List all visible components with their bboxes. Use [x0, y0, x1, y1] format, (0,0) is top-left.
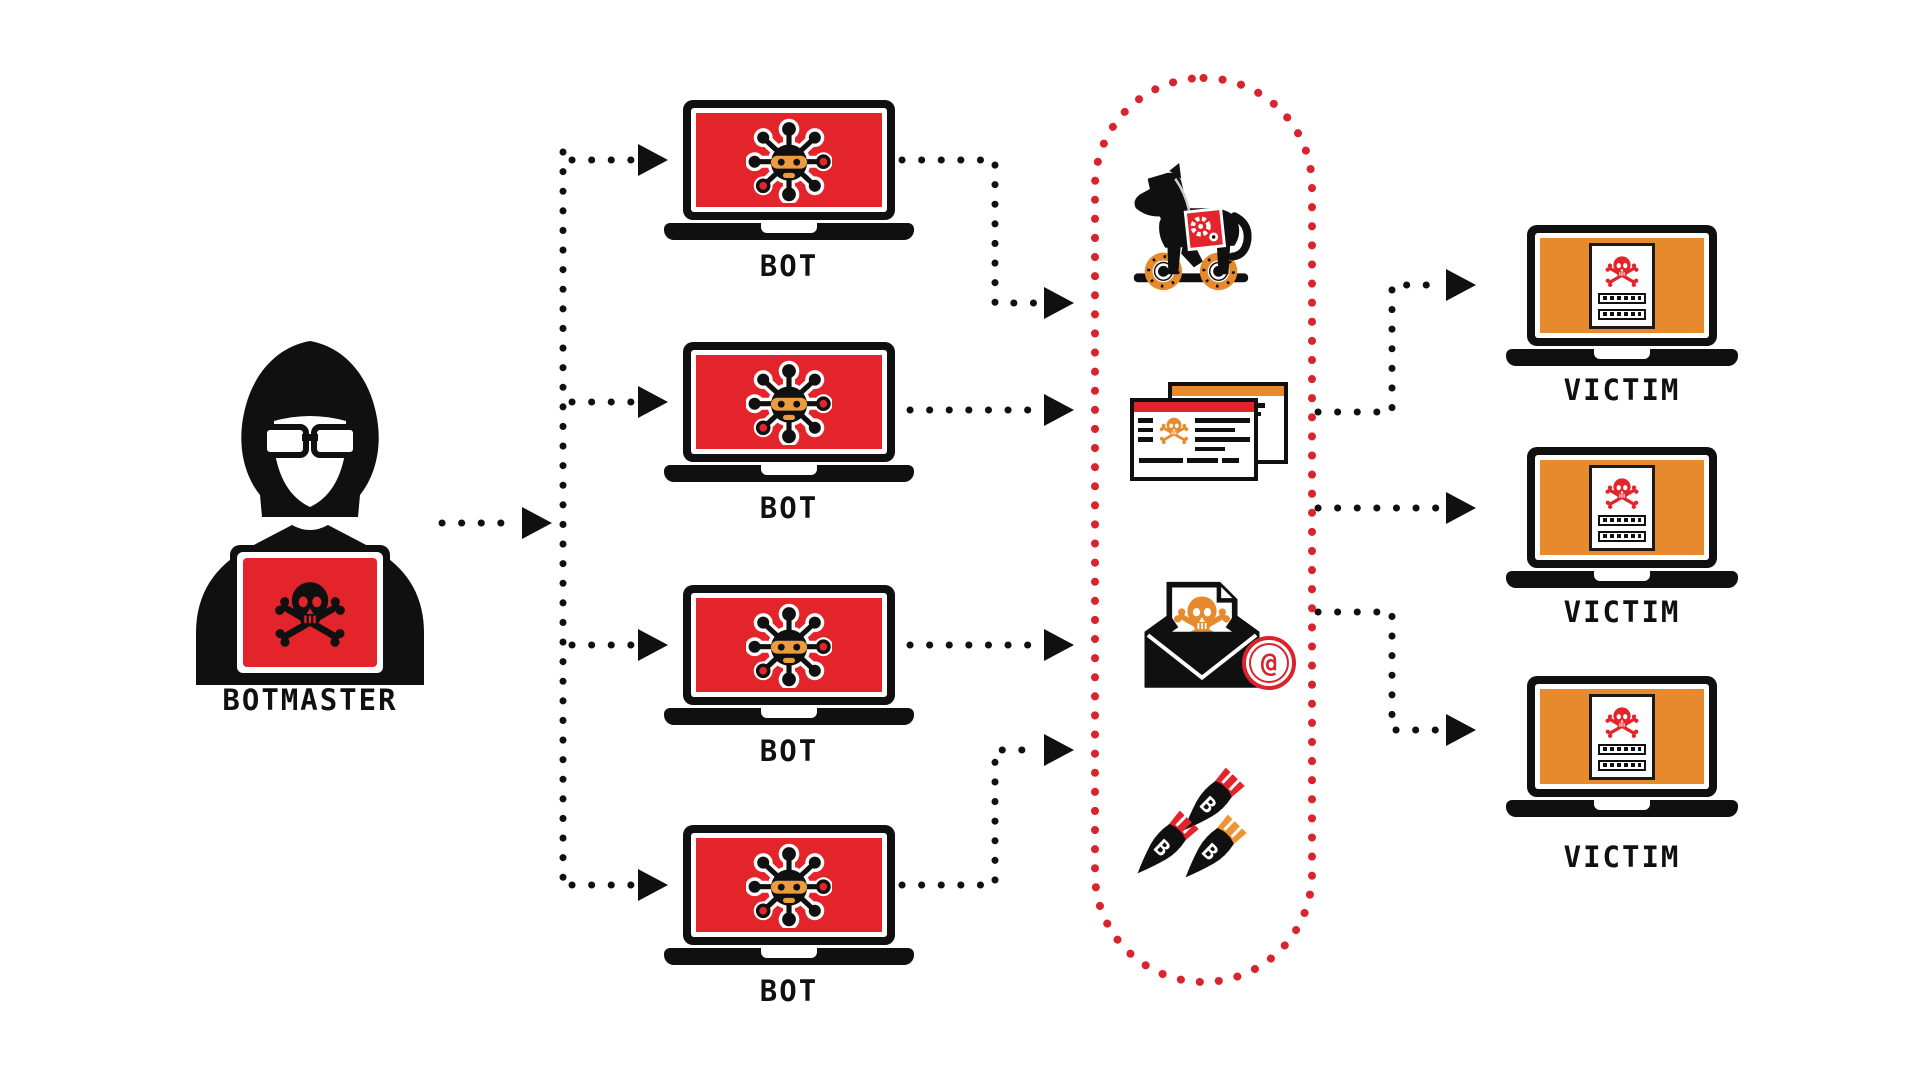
password-field: [1598, 514, 1646, 526]
arrow-bot1-to-channel: [898, 156, 1040, 307]
botmaster-label: BOTMASTER: [222, 683, 398, 717]
arrow-bot4-to-channel: [898, 746, 1040, 889]
arrow-channel-to-victim3: [1314, 608, 1442, 734]
browser-window-front: [1130, 398, 1258, 481]
at-symbol: @: [1260, 647, 1278, 679]
skull-crossbones-icon: [1602, 703, 1642, 739]
bot-malware-icon: [746, 842, 832, 928]
bot-malware-icon: [746, 602, 832, 688]
ransom-dialog: [1589, 693, 1655, 780]
trojan-horse-icon: [1124, 158, 1258, 298]
botmaster-laptop: [230, 545, 390, 680]
password-field: [1598, 308, 1646, 320]
fake-website-icon: [1130, 382, 1288, 482]
password-field: [1598, 759, 1646, 771]
victim-laptop-2: [1506, 447, 1738, 589]
email-at-badge: @: [1242, 636, 1296, 690]
password-field: [1598, 743, 1646, 755]
victim-label-2: VICTIM: [1563, 595, 1681, 629]
botmaster-figure: [196, 341, 424, 685]
bot-label-3: BOT: [759, 734, 819, 768]
bot-laptop-3: [664, 585, 914, 726]
victim-label-3: VICTIM: [1563, 840, 1681, 874]
ransom-dialog: [1589, 242, 1655, 329]
password-field: [1598, 530, 1646, 542]
victim-label-1: VICTIM: [1563, 373, 1681, 407]
bot-laptop-4: [664, 825, 914, 966]
victim-laptop-3: [1506, 676, 1738, 818]
bot-laptop-2: [664, 342, 914, 483]
bot-malware-icon: [746, 359, 832, 445]
arrowheads: [522, 144, 1476, 901]
bot-label-2: BOT: [759, 491, 819, 525]
ransom-dialog: [1589, 464, 1655, 551]
glasses-icon: [248, 424, 372, 458]
victim-laptop-1: [1506, 225, 1738, 367]
skull-crossbones-icon: [1157, 414, 1191, 445]
arrow-channel-to-victim1: [1314, 281, 1442, 416]
bot-label-4: BOT: [759, 974, 819, 1008]
skull-crossbones-icon: [1602, 474, 1642, 510]
password-field: [1598, 292, 1646, 304]
bot-laptop-1: [664, 100, 914, 241]
skull-crossbones-icon: [1602, 252, 1642, 288]
bot-malware-icon: [746, 117, 832, 203]
bot-label-1: BOT: [759, 249, 819, 283]
